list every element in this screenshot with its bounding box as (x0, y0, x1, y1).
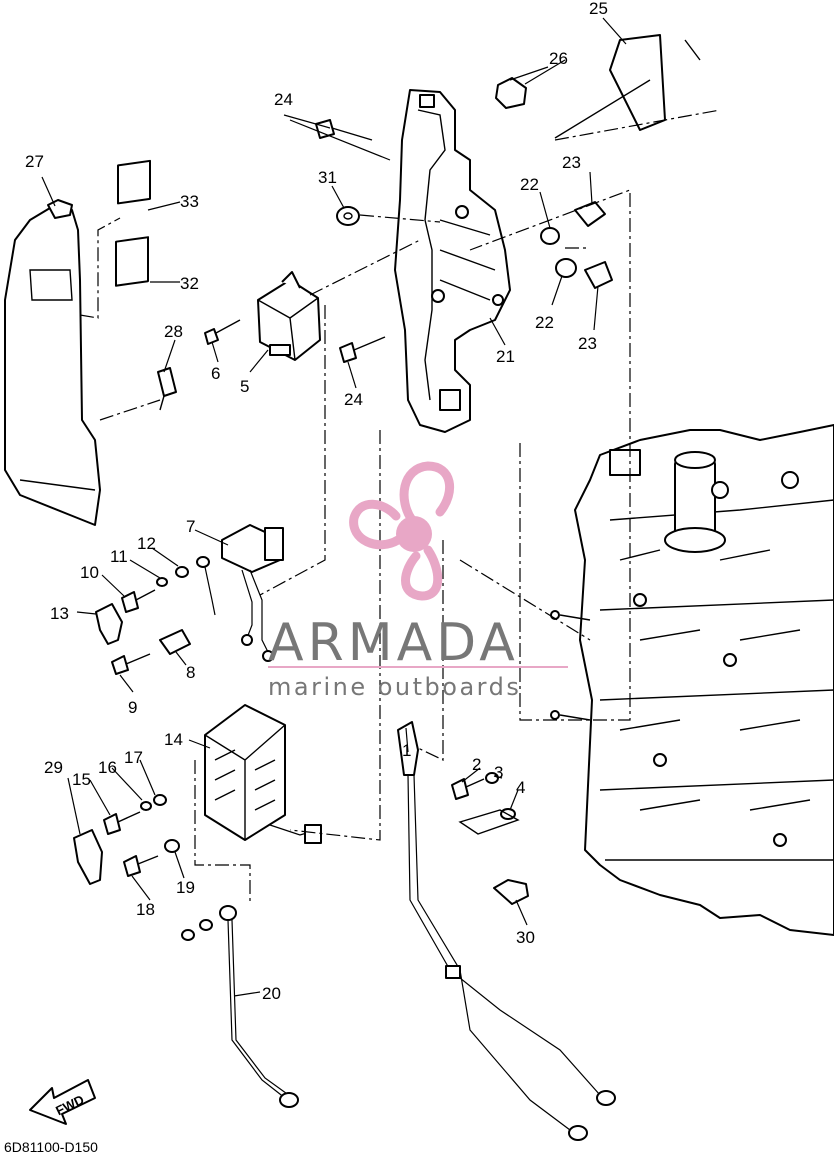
side-cover (4, 199, 101, 526)
callout-11: 11 (110, 547, 128, 566)
ignition-coil (221, 524, 284, 662)
callout-17: 17 (124, 748, 143, 767)
callout-9: 9 (128, 698, 137, 717)
callout-33: 33 (180, 192, 199, 211)
callout-18: 18 (136, 900, 155, 919)
callout-12: 12 (137, 534, 156, 553)
callout-6: 6 (211, 364, 220, 383)
callout-26: 26 (549, 49, 568, 68)
armada-watermark: ARMADA marine outboards (268, 461, 568, 701)
callout-8: 8 (186, 663, 195, 682)
callout-20: 20 (262, 984, 281, 1003)
forward-direction-arrow: FWD (29, 1079, 96, 1125)
electrical-bracket (394, 89, 511, 433)
callout-2: 2 (472, 755, 481, 774)
callout-3: 3 (494, 763, 503, 782)
callout-30: 30 (516, 928, 535, 947)
watermark-tagline: marine outboards (268, 673, 521, 701)
ground-cable-20 (219, 905, 299, 1108)
callout-13: 13 (50, 604, 69, 623)
callout-24-upper: 24 (274, 90, 293, 109)
callout-24-lower: 24 (344, 390, 363, 409)
label-sticker-32 (115, 236, 149, 287)
callout-31: 31 (318, 168, 337, 187)
engine-block (550, 424, 834, 936)
callout-7: 7 (186, 517, 195, 536)
assembly-lines (79, 109, 721, 905)
watermark-brand: ARMADA (268, 613, 519, 673)
callout-10: 10 (80, 563, 99, 582)
diagram-code: 6D81100-D150 (4, 1139, 98, 1155)
callout-19: 19 (176, 878, 195, 897)
callout-25: 25 (589, 0, 608, 18)
callout-27: 27 (25, 152, 44, 171)
callout-28: 28 (164, 322, 183, 341)
callout-22-lower: 22 (535, 313, 554, 332)
callout-23-upper: 23 (562, 153, 581, 172)
small-hardware (73, 34, 701, 941)
label-sticker-33 (117, 159, 151, 205)
callout-22-upper: 22 (520, 175, 539, 194)
watermark-rule (268, 666, 568, 668)
callout-15: 15 (72, 770, 91, 789)
callout-16: 16 (98, 758, 117, 777)
callout-23-lower: 23 (578, 334, 597, 353)
rectifier-regulator (204, 704, 322, 844)
callout-1: 1 (402, 741, 411, 760)
ground-cable-1 (397, 721, 616, 1141)
callout-4: 4 (516, 778, 525, 797)
callout-29: 29 (44, 758, 63, 777)
callout-labels: 1 2 3 4 5 6 7 8 9 10 11 12 13 14 15 16 1… (25, 0, 608, 1003)
propeller-hub (396, 516, 432, 552)
callout-32: 32 (180, 274, 199, 293)
callout-5: 5 (240, 377, 249, 396)
relay-unit (257, 271, 321, 361)
callout-14: 14 (164, 730, 183, 749)
callout-21: 21 (496, 347, 515, 366)
propeller-icon (349, 461, 454, 601)
leader-lines (41, 17, 627, 997)
